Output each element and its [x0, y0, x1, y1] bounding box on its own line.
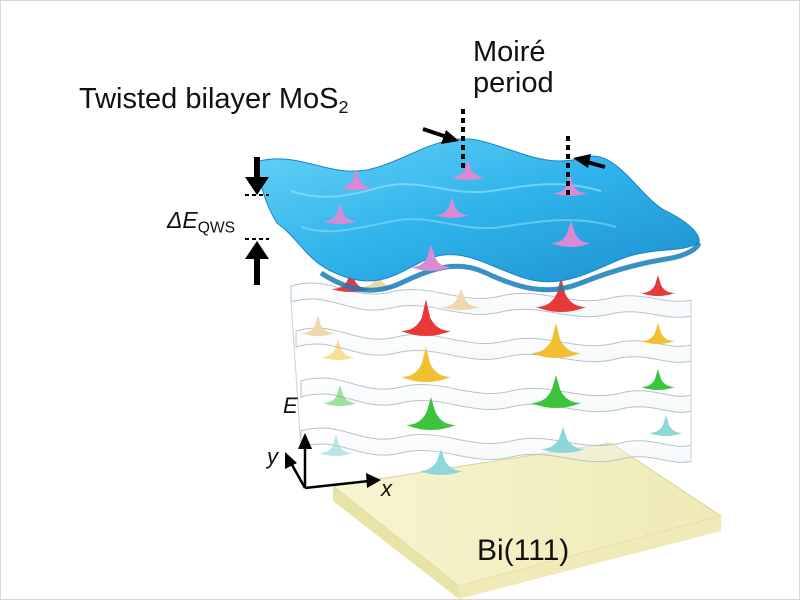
quantum-well-layers	[290, 282, 692, 463]
moire-label-line2: period	[473, 66, 554, 99]
twisted-bilayer-label: Twisted bilayer MoS2	[79, 83, 349, 118]
coordinate-axes	[285, 433, 381, 490]
substrate-label: Bi(111)	[477, 534, 570, 567]
arrow-up-icon	[245, 241, 269, 285]
axis-x-label: x	[381, 476, 392, 501]
delta-e-qws-label: ΔEQWS	[167, 207, 236, 237]
arrow-left-icon	[573, 154, 606, 169]
delta-e-dimension	[245, 157, 269, 285]
twisted-bilayer-sheet	[258, 138, 702, 293]
moire-label-line1: Moiré	[473, 36, 546, 68]
axis-y-label: y	[267, 444, 278, 469]
arrow-down-icon	[245, 157, 269, 195]
moire-period-markers	[422, 109, 606, 196]
substrate-block	[331, 442, 723, 599]
arrow-right-icon	[422, 127, 459, 144]
axis-e-label: E	[283, 393, 298, 418]
